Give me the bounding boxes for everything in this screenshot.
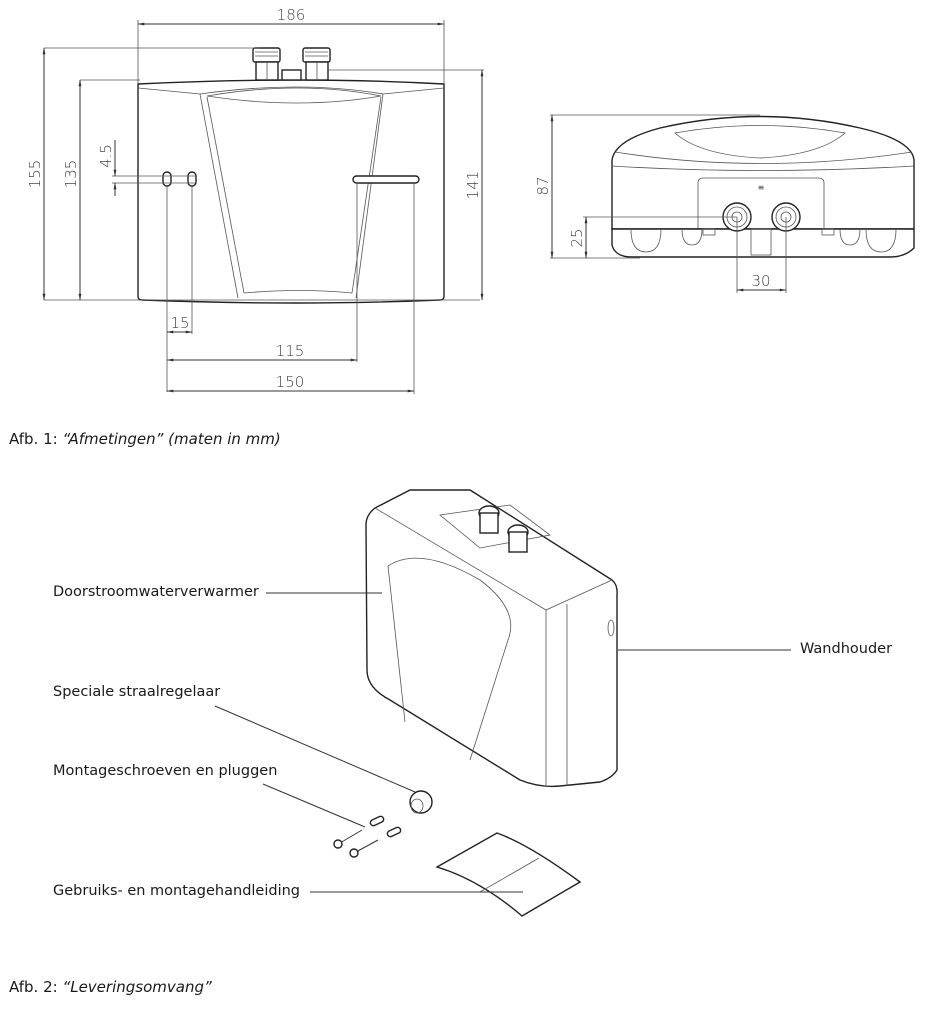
water-connection-right [302,47,331,81]
heater-side-outline [611,115,915,230]
figure1-caption: Afb. 1: “Afmetingen” (maten in mm) [9,430,281,448]
side-view: ≡ 87 25 30 [534,114,915,293]
dim-hole-to-slot-right: 150 [276,373,305,391]
label-manual: Gebruiks- en montagehandleiding [53,883,301,899]
dim-connection-height: 25 [568,228,586,247]
figure2-caption-prefix: Afb. 2: [9,978,58,996]
figure2-caption-title: “Leveringsomvang” [62,978,212,996]
label-screws: Montageschroeven en pluggen [53,763,278,779]
dim-connection-spacing: 30 [751,272,770,290]
manual [435,832,582,917]
water-connection-left [252,47,281,81]
dim-slot-height: 4.5 [97,144,115,168]
dim-hole-to-slot-left: 115 [276,342,305,360]
front-panel [199,93,384,299]
dim-width-total: 186 [277,6,306,24]
dim-depth: 87 [534,176,552,195]
mounting-slot [352,175,420,184]
front-view: 186 155 135 141 4.5 15 115 150 [26,6,484,394]
mounting-hole [162,171,172,187]
water-connection-iso-2 [507,524,529,553]
dim-height-body: 135 [62,160,80,189]
figure2-caption: Afb. 2: “Leveringsomvang” [9,978,212,996]
aerator [409,790,433,814]
dim-height-total: 155 [26,160,44,189]
isometric-view [214,489,791,917]
dim-hole-spacing: 15 [170,314,189,332]
connection-plug [281,69,302,81]
screws-and-plugs [333,815,402,858]
water-symbol-icon: ≡ [758,183,765,192]
heater-front-outline [137,79,445,304]
figure1-caption-prefix: Afb. 1: [9,430,58,448]
mounting-hole [187,171,197,187]
figure1-caption-title: “Afmetingen” (maten in mm) [62,430,281,448]
label-aerator: Speciale straalregelaar [53,684,221,700]
dim-height-connection: 141 [464,171,482,200]
water-connection-iso-1 [478,505,500,534]
label-heater: Doorstroomwaterverwarmer [53,584,259,600]
heater-isometric [365,489,618,788]
label-bracket: Wandhouder [800,641,893,657]
